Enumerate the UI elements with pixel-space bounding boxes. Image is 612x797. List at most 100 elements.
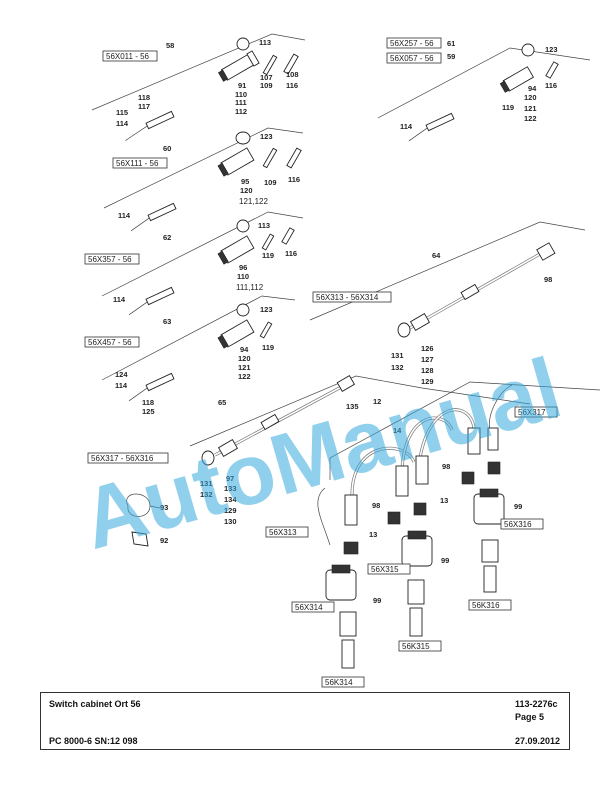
callout-120: 120 xyxy=(524,93,537,102)
callout-116: 116 xyxy=(285,249,297,258)
callout-99: 99 xyxy=(514,502,522,511)
callout-114: 114 xyxy=(115,381,128,390)
callout-117: 117 xyxy=(138,102,150,111)
callout-108: 108 xyxy=(286,70,299,79)
clip-and-tag: 93 92 xyxy=(126,493,168,547)
callout-127: 127 xyxy=(421,355,434,364)
callout-98: 98 xyxy=(544,275,552,284)
callout-112: 112 xyxy=(235,107,247,116)
label-56x357: 56X357 - 56 xyxy=(88,255,132,264)
label-56x315: 56X315 xyxy=(371,565,399,574)
callout-122: 122 xyxy=(238,372,251,381)
group-56x457: 56X457 - 56 63 123 119 94 120 121 122 12… xyxy=(84,295,296,416)
label-56x317: 56X317 xyxy=(518,408,546,417)
callout-120: 120 xyxy=(240,186,253,195)
callout-58: 58 xyxy=(166,41,174,50)
label-56x111: 56X111 - 56 xyxy=(116,159,159,168)
callout-61: 61 xyxy=(447,39,455,48)
callout-114: 114 xyxy=(113,295,126,304)
callout-109: 109 xyxy=(264,178,277,187)
group-56x313-56x314: 56X313 - 56X314 64 98 131 132 126 127 12… xyxy=(309,221,586,386)
callout-96: 96 xyxy=(239,263,247,272)
callout-123: 123 xyxy=(545,45,558,54)
callout-111: 111 xyxy=(235,98,247,107)
relay-56k315 xyxy=(401,530,433,637)
document-title: Switch cabinet Ort 56 xyxy=(49,699,141,709)
callout-98: 98 xyxy=(442,462,450,471)
label-box-56x011 xyxy=(102,50,158,62)
callout-116: 116 xyxy=(288,175,300,184)
callout-14: 14 xyxy=(393,426,402,435)
document-number: 113-2276c xyxy=(515,699,558,709)
machine-model: PC 8000-6 SN:12 098 xyxy=(49,736,138,746)
callout-134: 134 xyxy=(224,495,237,504)
callout-91: 91 xyxy=(238,81,246,90)
callout-121: 121 xyxy=(238,363,251,372)
callout-131: 131 xyxy=(200,479,213,488)
callout-62: 62 xyxy=(163,233,171,242)
callout-119: 119 xyxy=(502,103,514,112)
callout-94: 94 xyxy=(528,84,537,93)
callout-115: 115 xyxy=(116,108,128,117)
callout-114: 114 xyxy=(116,119,129,128)
callout-111-112: 111,112 xyxy=(236,283,264,292)
watermark: AutoManual xyxy=(72,340,571,568)
callout-92: 92 xyxy=(160,536,168,545)
callout-129: 129 xyxy=(224,506,237,515)
callout-97: 97 xyxy=(226,474,234,483)
callout-110: 110 xyxy=(237,272,249,281)
label-56x313-56x314: 56X313 - 56X314 xyxy=(316,293,379,302)
group-56x357: 56X357 - 56 62 113 119 116 96 110 111,11… xyxy=(84,211,304,316)
callout-99: 99 xyxy=(441,556,449,565)
callout-133: 133 xyxy=(224,484,237,493)
callout-132: 132 xyxy=(391,363,404,372)
label-56k314: 56K314 xyxy=(325,678,353,687)
callout-128: 128 xyxy=(421,366,434,375)
callout-63: 63 xyxy=(163,317,171,326)
label-56k316: 56K316 xyxy=(472,601,500,610)
callout-94: 94 xyxy=(240,345,249,354)
label-56x057: 56X057 - 56 xyxy=(390,54,434,63)
page-number: Page 5 xyxy=(515,712,545,722)
group-56x111: 56X111 - 56 60 123 95 120 121,122 109 11… xyxy=(103,127,304,232)
callout-65: 65 xyxy=(218,398,226,407)
title-block: Switch cabinet Ort 56 113-2276c Page 5 P… xyxy=(40,692,570,750)
callout-125: 125 xyxy=(142,407,155,416)
callout-107: 107 xyxy=(260,73,273,82)
callout-118: 118 xyxy=(142,398,154,407)
callout-13: 13 xyxy=(440,496,448,505)
group-56x317-56x316: 56X317 - 56X316 65 135 12 131 132 97 133… xyxy=(87,375,531,526)
callout-118: 118 xyxy=(138,93,150,102)
label-56x314: 56X314 xyxy=(295,603,323,612)
group-relay-sockets: 56X317 14 98 13 98 13 xyxy=(265,381,601,688)
callout-12: 12 xyxy=(373,397,381,406)
callout-126: 126 xyxy=(421,344,434,353)
callout-98: 98 xyxy=(372,501,380,510)
callout-119: 119 xyxy=(262,343,274,352)
callout-121-122: 121,122 xyxy=(239,197,268,206)
relay-56k314 xyxy=(325,564,357,669)
group-56x011: 56X011 - 56 58 113 107 109 108 116 91 11… xyxy=(91,33,306,141)
callout-131: 131 xyxy=(391,351,404,360)
callout-124: 124 xyxy=(115,370,128,379)
callout-59: 59 xyxy=(447,52,455,61)
callout-122: 122 xyxy=(524,114,537,123)
callout-95: 95 xyxy=(241,177,249,186)
callout-116: 116 xyxy=(286,81,298,90)
callout-110: 110 xyxy=(235,90,247,99)
callout-123: 123 xyxy=(260,305,273,314)
document-date: 27.09.2012 xyxy=(515,736,561,746)
callout-13: 13 xyxy=(369,530,377,539)
callout-132: 132 xyxy=(200,490,213,499)
callout-99: 99 xyxy=(373,596,381,605)
callout-93: 93 xyxy=(160,503,168,512)
label-56x313: 56X313 xyxy=(269,528,297,537)
callout-135: 135 xyxy=(346,402,359,411)
label-56x011: 56X011 - 56 xyxy=(106,52,150,61)
label-56k315: 56K315 xyxy=(402,642,430,651)
part-113-cap xyxy=(236,37,250,51)
label-56x257: 56X257 - 56 xyxy=(390,39,434,48)
callout-120: 120 xyxy=(238,354,251,363)
